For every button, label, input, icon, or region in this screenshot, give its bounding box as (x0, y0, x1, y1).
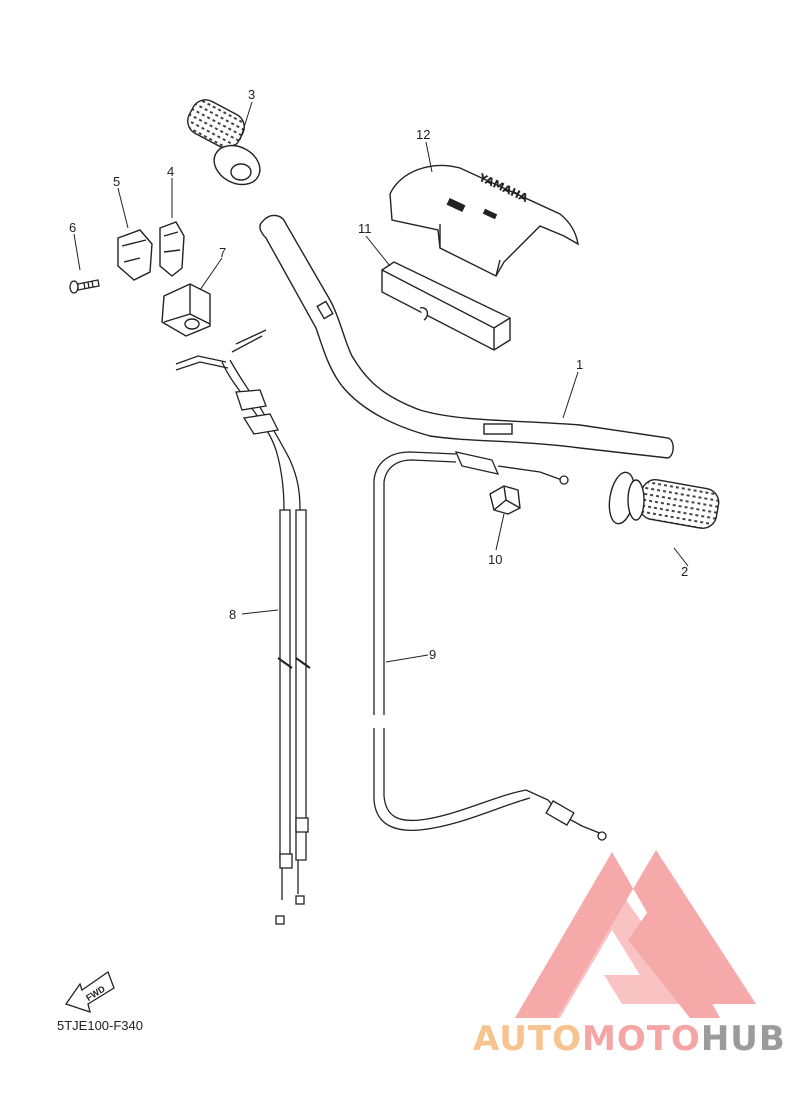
callout-5: 5 (113, 174, 120, 189)
watermark-text: AUTOMOTOHUB (473, 1022, 786, 1056)
callout-1: 1 (576, 357, 583, 372)
adjuster (489, 485, 521, 515)
callout-7: 7 (219, 245, 226, 260)
handlebar (259, 214, 674, 459)
callout-6: 6 (69, 220, 76, 235)
pad-cover: YAMAHA (389, 164, 579, 277)
diagram-code: 5TJE100-F340 (57, 1018, 143, 1033)
leader-lines (73, 101, 689, 663)
callout-8: 8 (229, 607, 236, 622)
bolt (69, 279, 100, 294)
callout-3: 3 (248, 87, 255, 102)
watermark-logo-icon (515, 850, 756, 1018)
watermark-auto: AUTO (473, 1019, 582, 1059)
callout-2: 2 (681, 564, 688, 579)
callout-10: 10 (488, 552, 502, 567)
callout-11: 11 (358, 221, 372, 236)
watermark-hub: HUB (700, 1019, 786, 1059)
throttle-cables (175, 329, 311, 925)
callout-4: 4 (167, 164, 174, 179)
holder (161, 283, 211, 337)
throttle-grip (187, 99, 261, 186)
left-grip (608, 471, 720, 529)
callout-9: 9 (429, 647, 436, 662)
fwd-arrow-icon: FWD (64, 970, 115, 1013)
clutch-cable (373, 451, 607, 841)
watermark-moto: MOTO (581, 1019, 701, 1059)
handlebar-pad (381, 261, 511, 351)
callout-12: 12 (416, 127, 430, 142)
clamp-upper (159, 221, 185, 277)
clamp-lower (117, 229, 153, 281)
